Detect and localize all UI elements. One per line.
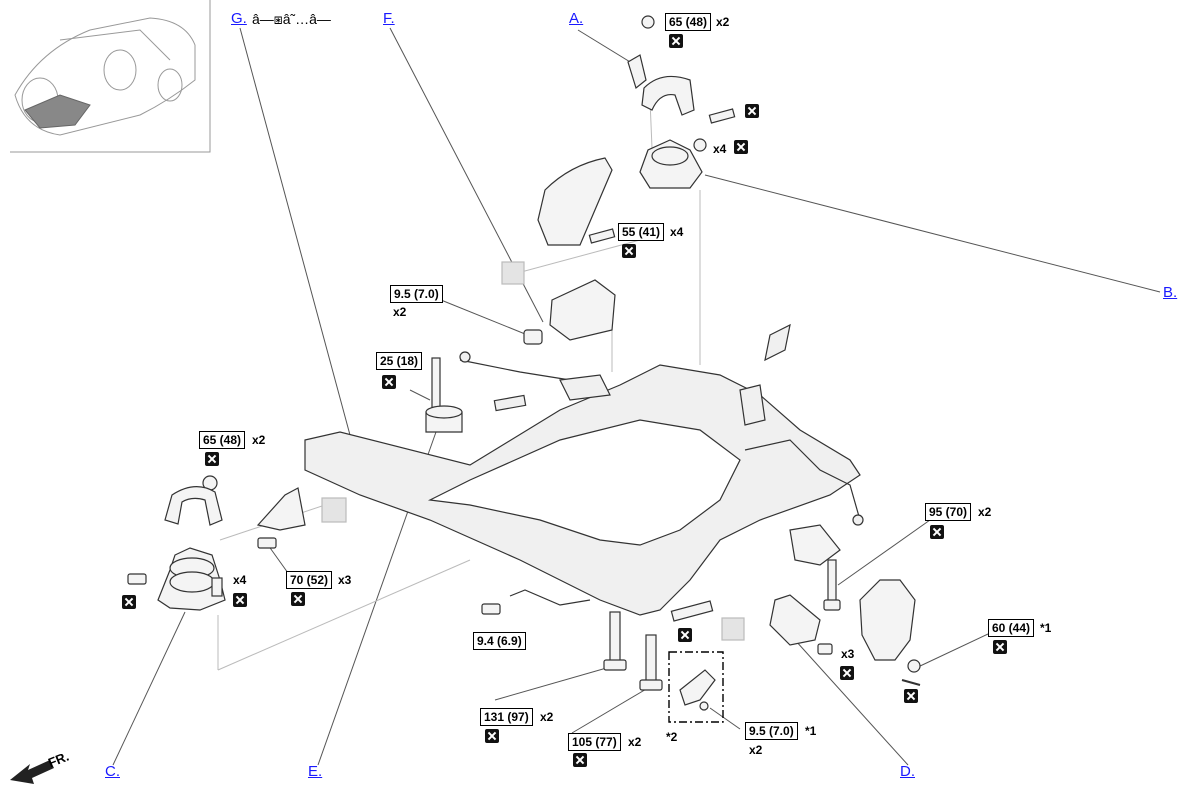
qty-label: x2 — [716, 15, 730, 29]
torque-label: 55 (41) — [618, 223, 665, 241]
lower-components — [481, 524, 921, 711]
non-reusable-icon — [622, 244, 636, 258]
torque-label: 131 (97) — [480, 708, 533, 726]
torque-label: 9.5 (7.0) — [390, 285, 443, 303]
torque-label: 9.5 (7.0) — [745, 722, 798, 740]
qty-label: x2 — [393, 305, 407, 319]
torque-label: 105 (77) — [568, 733, 621, 751]
link-f[interactable]: F. — [383, 10, 395, 27]
link-a[interactable]: A. — [569, 10, 584, 27]
subframe — [304, 323, 864, 616]
torque-label: 70 (52) — [286, 571, 333, 589]
qty-label: x2 — [628, 735, 642, 749]
torque-label: 65 (48) — [665, 13, 712, 31]
link-g-suffix: â—⧆â˜…â— — [252, 11, 331, 27]
qty-label: x4 — [713, 142, 727, 156]
qty-label: x3 — [338, 573, 352, 587]
qty-label: x2 — [749, 743, 763, 757]
non-reusable-icon — [930, 525, 944, 539]
link-e[interactable]: E. — [308, 763, 323, 780]
non-reusable-icon — [291, 592, 305, 606]
non-reusable-icon — [485, 729, 499, 743]
non-reusable-icon — [745, 104, 759, 118]
vehicle-inset — [10, 0, 211, 153]
non-reusable-icon — [205, 452, 219, 466]
non-reusable-icon — [840, 666, 854, 680]
qty-label: x2 — [252, 433, 266, 447]
qty-label: *1 — [1040, 621, 1052, 635]
footnote-label: *2 — [666, 730, 678, 744]
link-b[interactable]: B. — [1163, 284, 1178, 301]
non-reusable-icon — [904, 689, 918, 703]
torque-label: 60 (44) — [988, 619, 1035, 637]
qty-label: *1 — [805, 724, 817, 738]
torque-label: 95 (70) — [925, 503, 972, 521]
bracket-assembly — [425, 279, 616, 433]
link-d[interactable]: D. — [900, 763, 915, 780]
non-reusable-icon — [233, 593, 247, 607]
non-reusable-icon — [993, 640, 1007, 654]
torque-label: 25 (18) — [376, 352, 423, 370]
front-arrow-icon — [10, 760, 54, 784]
non-reusable-icon — [669, 34, 683, 48]
torque-label: 65 (48) — [199, 431, 246, 449]
qty-label: x3 — [841, 647, 855, 661]
qty-label: x2 — [540, 710, 554, 724]
detail-box — [668, 651, 724, 723]
non-reusable-icon — [382, 375, 396, 389]
qty-label: x4 — [670, 225, 684, 239]
qty-label: x2 — [978, 505, 992, 519]
lower-mount-assembly — [127, 475, 347, 611]
non-reusable-icon — [122, 595, 136, 609]
non-reusable-icon — [573, 753, 587, 767]
qty-label: x4 — [233, 573, 247, 587]
upper-mount-assembly — [501, 15, 736, 285]
non-reusable-icon — [678, 628, 692, 642]
non-reusable-icon — [734, 140, 748, 154]
link-g[interactable]: G. — [231, 10, 247, 27]
link-c[interactable]: C. — [105, 763, 120, 780]
torque-label: 9.4 (6.9) — [473, 632, 526, 650]
